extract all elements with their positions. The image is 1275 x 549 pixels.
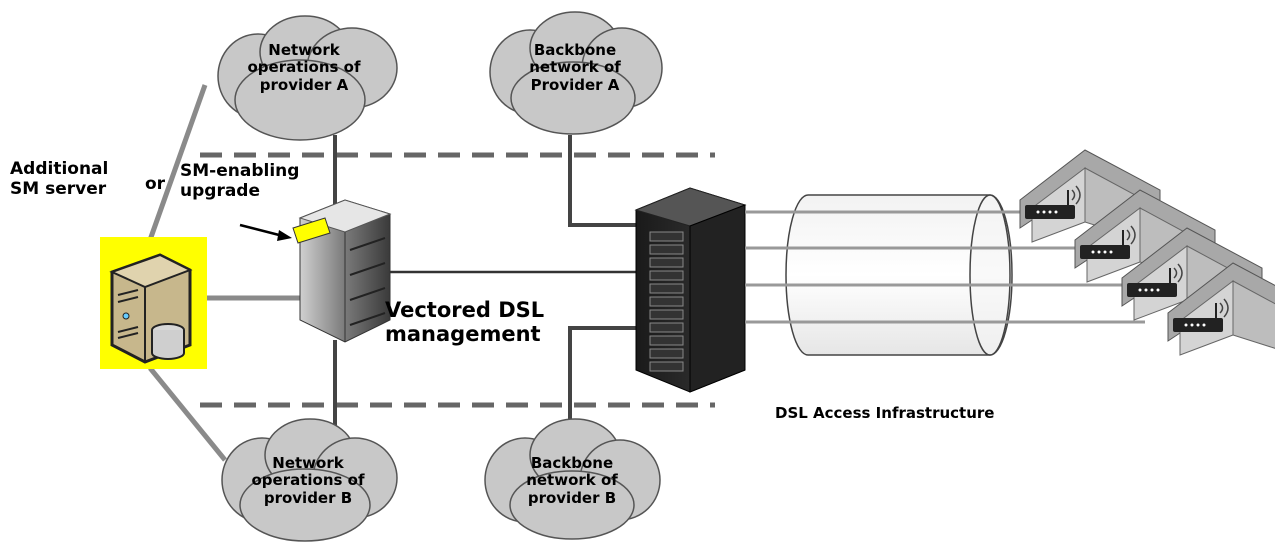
rack-slot	[649, 270, 684, 281]
rack-slot	[649, 348, 684, 359]
or-label: or	[145, 174, 166, 194]
customer-premises	[1019, 149, 1275, 356]
vectored-server-icon	[292, 199, 392, 343]
dsl-cable-bundle	[745, 194, 1145, 356]
rack-slot	[649, 244, 684, 255]
rack-slot	[649, 309, 684, 320]
cloud-ops-a	[217, 15, 398, 141]
cloud-ops-b	[221, 418, 398, 542]
sm-server-icon	[100, 237, 207, 369]
upgrade-arrow	[239, 223, 292, 241]
cloud-ops-b-label: Network operations of provider B	[251, 454, 365, 507]
rack-slot	[649, 231, 684, 242]
sm-server-links	[147, 84, 300, 462]
rack-slot	[649, 296, 684, 307]
network-links	[333, 135, 640, 440]
dslam-rack-icon	[634, 187, 747, 393]
house-icon	[1167, 262, 1275, 356]
cloud-backbone-b-label: Backbone network of provider B	[526, 454, 618, 507]
cloud-backbone-b	[484, 418, 661, 540]
rack-slot	[649, 257, 684, 268]
rack-slot	[649, 361, 684, 372]
dsl-access-label: DSL Access Infrastructure	[775, 404, 995, 422]
rack-slot	[649, 335, 684, 346]
additional-server-label: Additional SM server	[10, 159, 109, 199]
cloud-backbone-a	[489, 11, 663, 135]
rack-slot	[649, 322, 684, 333]
rack-slot	[649, 283, 684, 294]
vectored-management-label: Vectored DSL management	[385, 298, 545, 347]
cloud-ops-a-label: Network operations of provider A	[247, 41, 361, 94]
sm-upgrade-label: SM-enabling upgrade	[180, 161, 300, 201]
cloud-backbone-a-label: Backbone network of Provider A	[529, 41, 621, 94]
